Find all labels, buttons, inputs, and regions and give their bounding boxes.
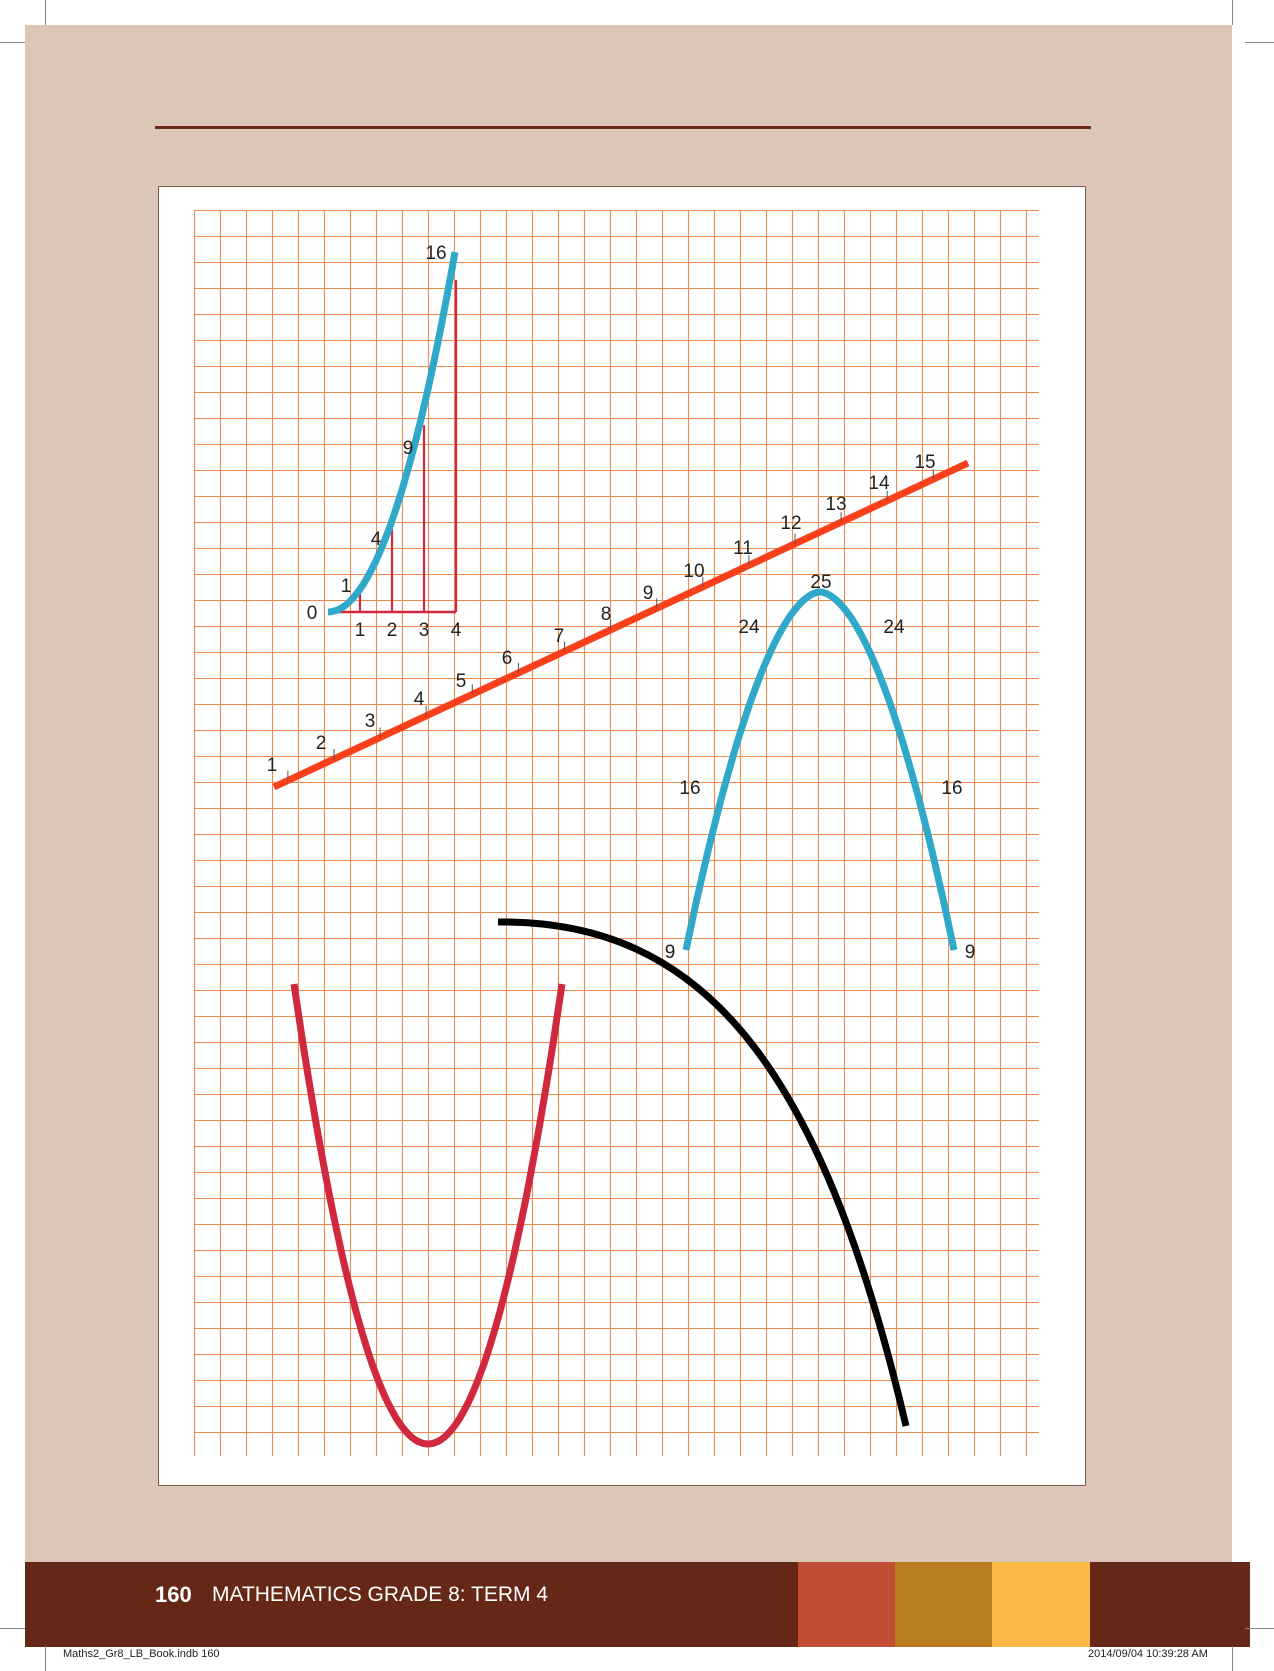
crop-mark — [1245, 1628, 1274, 1629]
arch-label: 24 — [738, 617, 760, 638]
line-label: 13 — [825, 494, 846, 515]
arch-label: 16 — [941, 778, 962, 799]
arch-label: 16 — [679, 778, 700, 799]
swatch-3 — [992, 1562, 1090, 1647]
slug-file-info: Maths2_Gr8_LB_Book.indb 160 — [63, 1648, 220, 1660]
square-axis-label: 3 — [419, 620, 430, 641]
crop-mark — [1232, 1646, 1233, 1671]
crop-mark — [0, 42, 25, 43]
footer-title: MATHEMATICS GRADE 8: TERM 4 — [212, 1583, 549, 1606]
arch-label: 9 — [965, 942, 976, 963]
plots — [272, 251, 970, 1448]
square-curve-label: 4 — [371, 529, 382, 550]
crop-mark — [0, 1628, 25, 1629]
line-label: 2 — [316, 733, 327, 754]
footer-bar: 160 MATHEMATICS GRADE 8: TERM 4 — [25, 1562, 1250, 1647]
square-axis-label: 2 — [387, 620, 398, 641]
linear-line — [272, 459, 970, 791]
crop-mark — [1232, 0, 1233, 25]
arch-curve — [682, 588, 958, 951]
swatch-1 — [798, 1562, 895, 1647]
square-curve — [327, 251, 459, 616]
arch-label: 9 — [665, 942, 676, 963]
line-label: 7 — [554, 626, 565, 647]
square-curve-label: 1 — [341, 576, 352, 597]
line-label: 1 — [267, 755, 278, 776]
square-axis-label: 4 — [451, 620, 462, 641]
page-number: 160 — [155, 1582, 192, 1607]
line-label: 15 — [914, 452, 935, 473]
line-label: 5 — [456, 671, 467, 692]
line-label: 6 — [502, 648, 513, 669]
line-label: 14 — [868, 473, 890, 494]
line-label: 8 — [601, 604, 612, 625]
line-label: 11 — [733, 538, 753, 559]
line-label: 9 — [643, 583, 654, 604]
crop-mark — [1245, 42, 1274, 43]
line-label: 12 — [780, 513, 801, 534]
slug-date-info: 2014/09/04 10:39:28 AM — [1088, 1648, 1208, 1660]
square-curve-label: 0 — [307, 603, 318, 624]
crop-mark — [45, 1646, 46, 1671]
u-curve — [290, 983, 566, 1448]
top-rule — [155, 126, 1091, 129]
swatch-2 — [895, 1562, 992, 1647]
grid-lines — [194, 210, 1039, 1456]
square-axis-label: 1 — [355, 620, 366, 641]
square-curve-label: 16 — [425, 243, 446, 264]
crop-mark — [45, 0, 46, 25]
line-label: 4 — [414, 689, 425, 710]
arch-label: 25 — [810, 572, 831, 593]
line-label: 3 — [365, 711, 376, 732]
falling-curve — [497, 918, 910, 1427]
square-curve-label: 9 — [403, 438, 414, 459]
line-label: 10 — [683, 561, 704, 582]
arch-label: 24 — [883, 617, 905, 638]
